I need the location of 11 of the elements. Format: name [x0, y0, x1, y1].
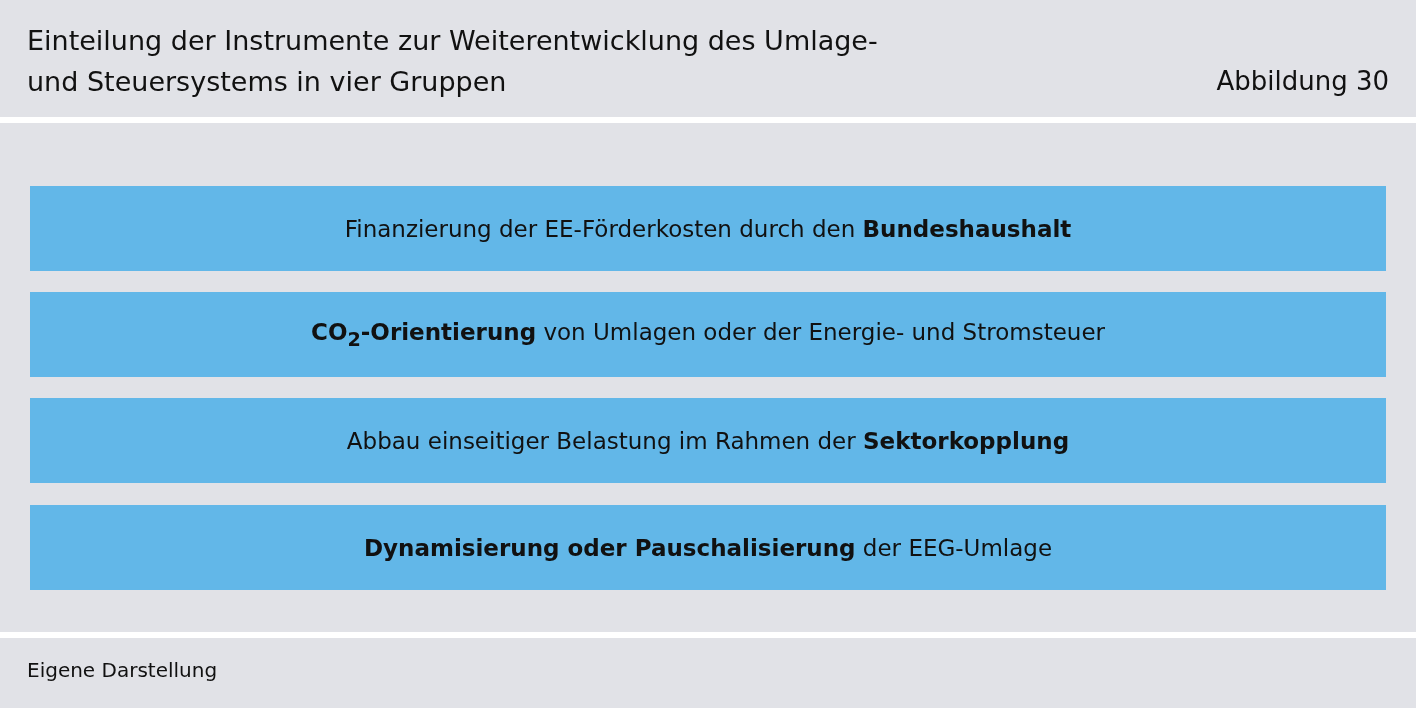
category-panel	[30, 505, 1386, 590]
figure-title: Einteilung der Instrumente zur Weiterentwicklung des Umlage- und Steuersystems in vier Gruppen	[27, 24, 879, 99]
category-panel	[30, 292, 1386, 377]
category-text: Dynamisierung oder Pauschalisierung der EEG-Umlage	[363, 534, 1053, 561]
category-panel	[30, 186, 1386, 271]
source-note: Eigene Darstellung	[27, 658, 218, 682]
category-panel	[30, 398, 1386, 483]
category-text: CO$_{2}$-Orientierung von Umlagen oder der Energie- und Stromsteuer	[311, 318, 1105, 351]
figure-number: Abbildung 30	[1216, 65, 1389, 98]
category-text: Finanzierung der EE-Förderkosten durch den Bundeshaushalt	[344, 215, 1072, 242]
category-text: Abbau einseitiger Belastung im Rahmen der Sektorkopplung	[346, 427, 1070, 454]
